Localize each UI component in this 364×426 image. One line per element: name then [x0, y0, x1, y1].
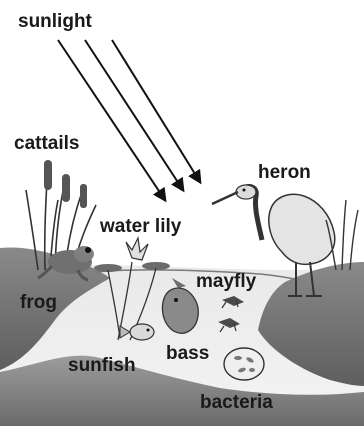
- bacteria-label: bacteria: [200, 393, 273, 412]
- mayfly-label: mayfly: [196, 272, 256, 291]
- frog-label: frog: [20, 293, 57, 312]
- cattail-heads: [44, 160, 87, 208]
- bass-label: bass: [166, 344, 209, 363]
- heron-label: heron: [258, 163, 311, 182]
- sunlight-arrow: [85, 40, 183, 190]
- cattails-label: cattails: [14, 134, 79, 153]
- bacteria-cluster: [224, 348, 264, 380]
- water-lily-label: water lily: [100, 217, 181, 236]
- sunlight-arrow: [112, 40, 200, 182]
- sunlight-label: sunlight: [18, 12, 92, 31]
- sunlight-arrows: [58, 40, 200, 200]
- sunfish-label: sunfish: [68, 356, 136, 375]
- sunlight-arrow: [58, 40, 165, 200]
